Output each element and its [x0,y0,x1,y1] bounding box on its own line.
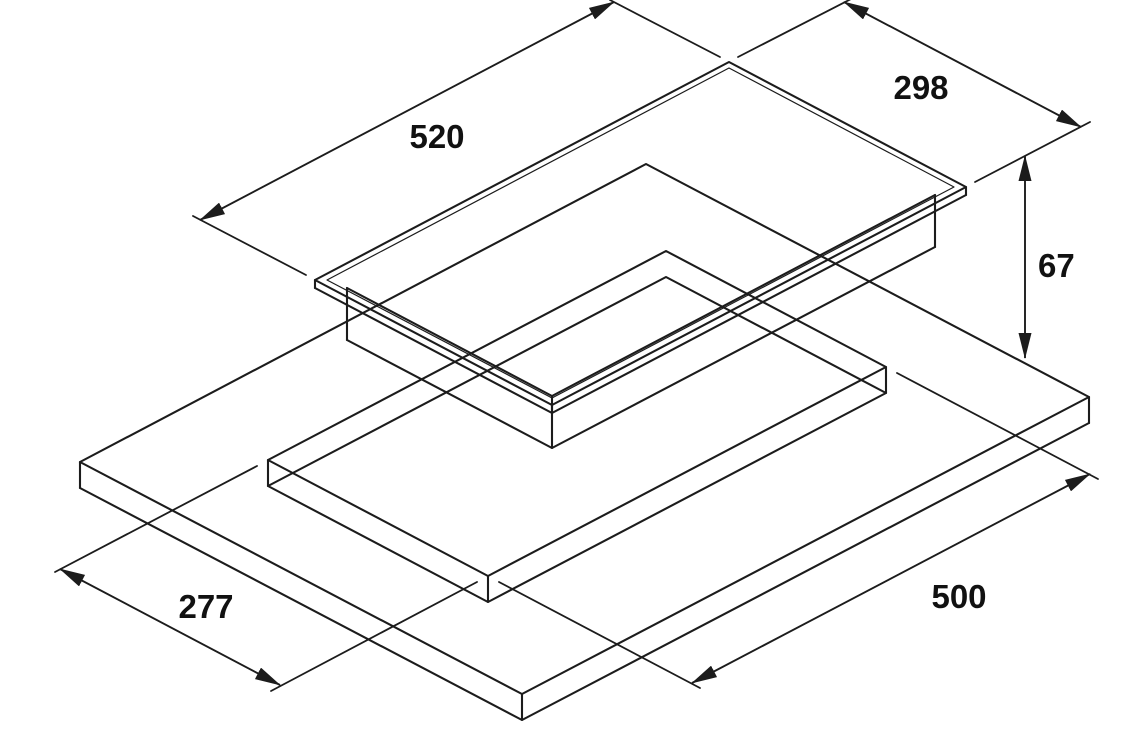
dimension-hob-depth: 298 [737,0,1091,183]
extension-line [896,372,1099,480]
extension-line [974,121,1091,183]
hob-body-bottom-edges [345,245,937,450]
extension-line [737,0,852,58]
extension-line [54,465,258,573]
dimension-label-500: 500 [931,578,986,615]
dimension-installed-height: 67 [1018,155,1075,359]
dimension-label-298: 298 [893,69,948,106]
countertop-bottom-edges [78,421,1091,722]
dimension-line-298 [843,1,1082,128]
countertop-cutout [266,249,888,604]
dimension-label-277: 277 [178,588,233,625]
dimension-label-520: 520 [409,118,464,155]
cutout-bottom-outline [266,275,888,604]
countertop-slab [78,162,1091,722]
extension-line [609,0,721,58]
dimension-cutout-depth: 277 [54,465,478,692]
dimension-cutout-width: 500 [498,372,1099,689]
dimension-line-520 [199,1,615,221]
dimension-hob-width: 520 [192,0,721,276]
dimension-line-500 [691,473,1091,684]
hob-glass-top-face [313,60,968,407]
extension-line [192,215,307,276]
extension-line [498,581,701,689]
cutout-top-outline [266,249,888,578]
dimension-label-67: 67 [1038,247,1075,284]
dimension-line-277 [59,568,281,686]
extension-line [270,581,478,692]
